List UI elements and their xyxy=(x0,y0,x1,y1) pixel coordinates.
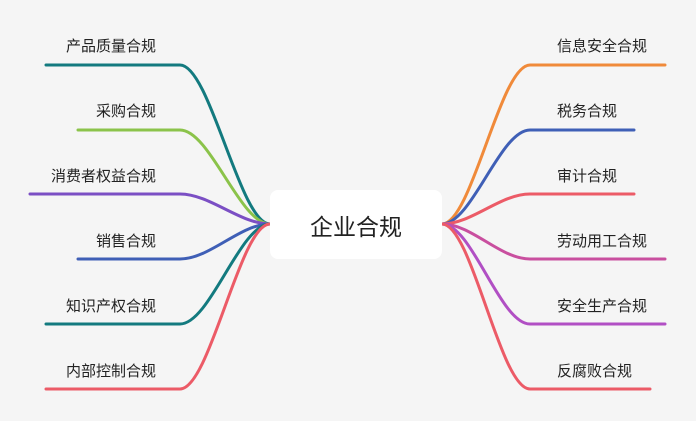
branch-label: 产品质量合规 xyxy=(65,37,156,55)
branch-internal-control[interactable]: 内部控制合规 xyxy=(66,362,156,380)
branch-tax[interactable]: 税务合规 xyxy=(557,102,617,120)
branch-label: 审计合规 xyxy=(557,167,618,185)
branch-consumer-rights[interactable]: 消费者权益合规 xyxy=(51,167,156,185)
branch-product-quality[interactable]: 产品质量合规 xyxy=(66,37,156,55)
branch-label: 税务合规 xyxy=(557,102,618,120)
branch-sales[interactable]: 销售合规 xyxy=(96,232,156,250)
branch-label: 劳动用工合规 xyxy=(557,232,648,250)
branch-label: 消费者权益合规 xyxy=(50,167,156,185)
branch-anti-corruption[interactable]: 反腐败合规 xyxy=(557,362,632,380)
branch-label: 采购合规 xyxy=(95,102,156,120)
branch-audit[interactable]: 审计合规 xyxy=(557,167,617,185)
branch-work-safety[interactable]: 安全生产合规 xyxy=(557,297,647,315)
central-topic-label: 企业合规 xyxy=(310,214,402,241)
connector-right-1 xyxy=(440,128,636,226)
connector-left-1 xyxy=(76,128,272,226)
connector-left-4 xyxy=(44,222,272,326)
branch-procurement[interactable]: 采购合规 xyxy=(96,102,156,120)
branch-intellectual-property[interactable]: 知识产权合规 xyxy=(66,297,156,315)
branch-label: 内部控制合规 xyxy=(65,362,156,380)
central-topic[interactable]: 企业合规 xyxy=(270,190,442,259)
connector-left-5 xyxy=(44,222,272,391)
connector-left-0 xyxy=(44,63,272,226)
connector-left-3 xyxy=(76,222,272,261)
branch-label: 反腐败合规 xyxy=(557,362,633,380)
connector-right-2 xyxy=(440,192,636,226)
branch-label: 销售合规 xyxy=(95,232,156,250)
branch-label: 安全生产合规 xyxy=(557,297,648,315)
branch-labor-employment[interactable]: 劳动用工合规 xyxy=(557,232,647,250)
connector-right-4 xyxy=(440,222,667,326)
connector-right-3 xyxy=(440,222,667,261)
connector-left-2 xyxy=(28,192,272,226)
branch-label: 信息安全合规 xyxy=(557,37,648,55)
branch-label: 知识产权合规 xyxy=(65,297,156,315)
connector-right-5 xyxy=(440,222,652,391)
connector-right-0 xyxy=(440,63,667,226)
branch-information-security[interactable]: 信息安全合规 xyxy=(557,37,647,55)
